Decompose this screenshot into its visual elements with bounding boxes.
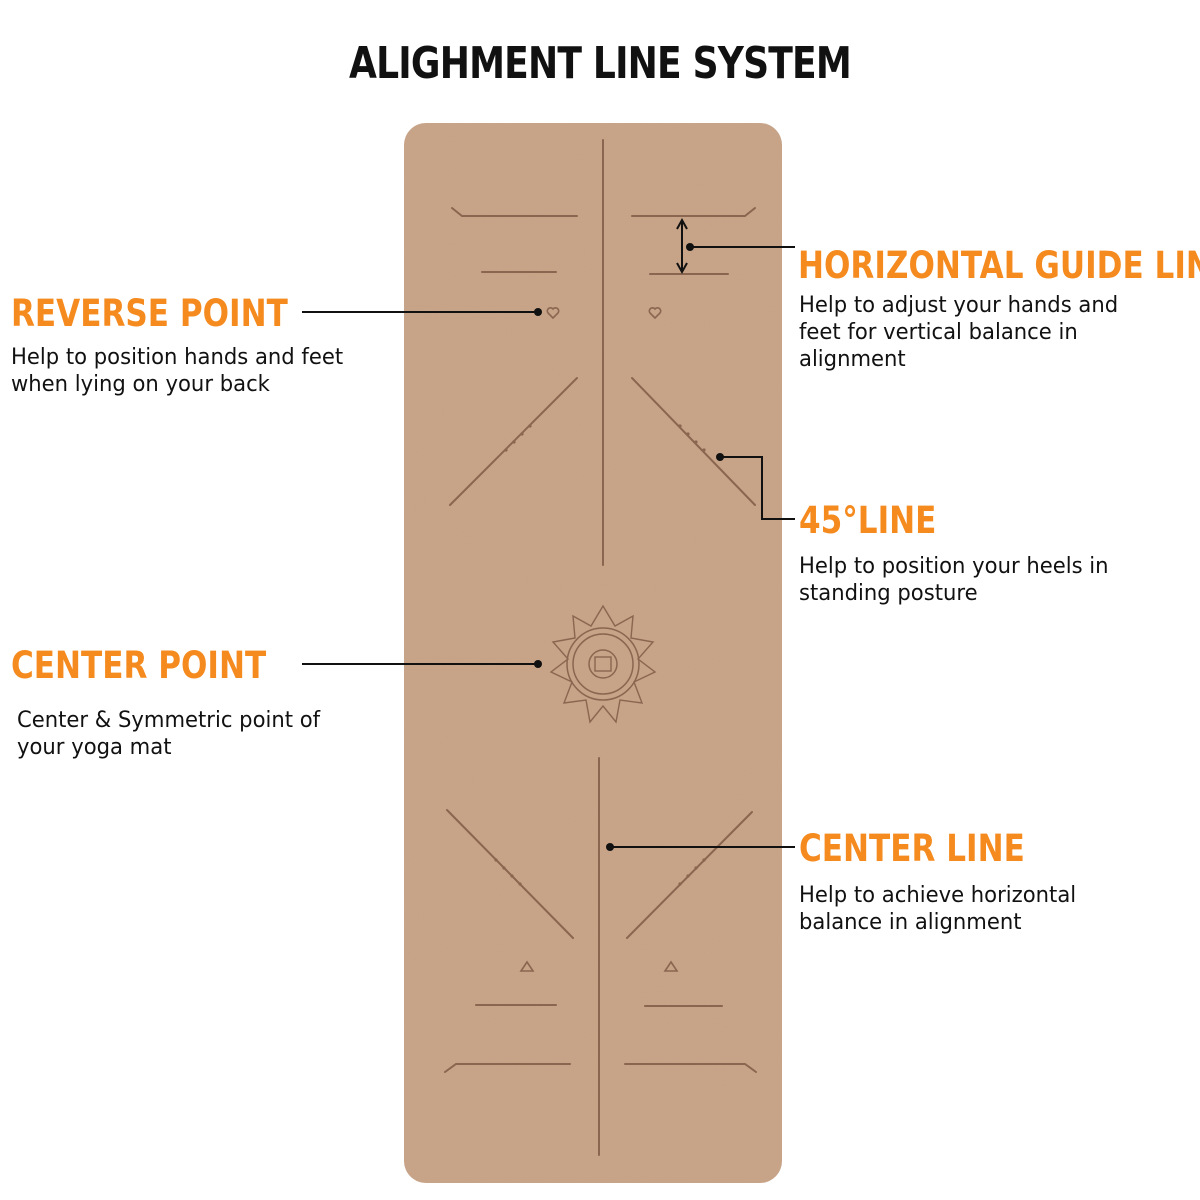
page-title: ALIGHMENT LINE SYSTEM (349, 38, 852, 89)
reverse-point-heart-left (546, 307, 560, 320)
horizontal-guide-line-label: HORIZONTAL GUIDE LINE (798, 244, 1200, 287)
bottom-left-guide (444, 1063, 571, 1073)
center-point-desc-2: your yoga mat (17, 735, 172, 760)
horizontal-guide-line-desc-3: alignment (799, 347, 906, 372)
horizontal-guide-dot (686, 243, 694, 251)
lower-right-45-line (626, 811, 753, 939)
foot-point-left (519, 960, 535, 972)
bottom-right-guide (624, 1063, 757, 1073)
top-right-guide (631, 207, 756, 217)
horizontal-guide-line-desc-1: Help to adjust your hands and (799, 293, 1119, 318)
dimension-arrow-head-bottom (676, 262, 688, 275)
center-point-label: CENTER POINT (11, 644, 267, 687)
reverse-point-desc-1: Help to position hands and feet (11, 345, 344, 370)
center-line-label: CENTER LINE (799, 827, 1025, 870)
foot-point-right (663, 960, 679, 972)
top-left-guide (451, 207, 578, 217)
reverse-point-heart-right (648, 307, 662, 320)
lower-left-45-line (446, 809, 574, 939)
line-45-dot (716, 453, 724, 461)
center-line-dot (606, 843, 614, 851)
dot-marks (494, 424, 706, 886)
yoga-mat (404, 123, 782, 1183)
reverse-point-label: REVERSE POINT (11, 292, 288, 335)
dimension-arrow-head-top (676, 217, 688, 230)
reverse-point-desc-2: when lying on your back (11, 372, 270, 397)
center-line-desc-1: Help to achieve horizontal (799, 883, 1077, 908)
line-45-label: 45°LINE (799, 499, 937, 542)
mandala-emblem (549, 604, 657, 724)
center-point-dot (534, 660, 542, 668)
line-45-desc-1: Help to position your heels in (799, 554, 1109, 579)
center-line-desc-2: balance in alignment (799, 910, 1022, 935)
horizontal-guide-line-desc-2: feet for vertical balance in (799, 320, 1078, 345)
center-point-desc-1: Center & Symmetric point of (17, 708, 321, 733)
line-45-leader (720, 456, 795, 520)
upper-right-45-line (631, 377, 756, 506)
reverse-point-dot (534, 308, 542, 316)
line-45-desc-2: standing posture (799, 581, 978, 606)
mat-alignment-lines (444, 139, 757, 1156)
